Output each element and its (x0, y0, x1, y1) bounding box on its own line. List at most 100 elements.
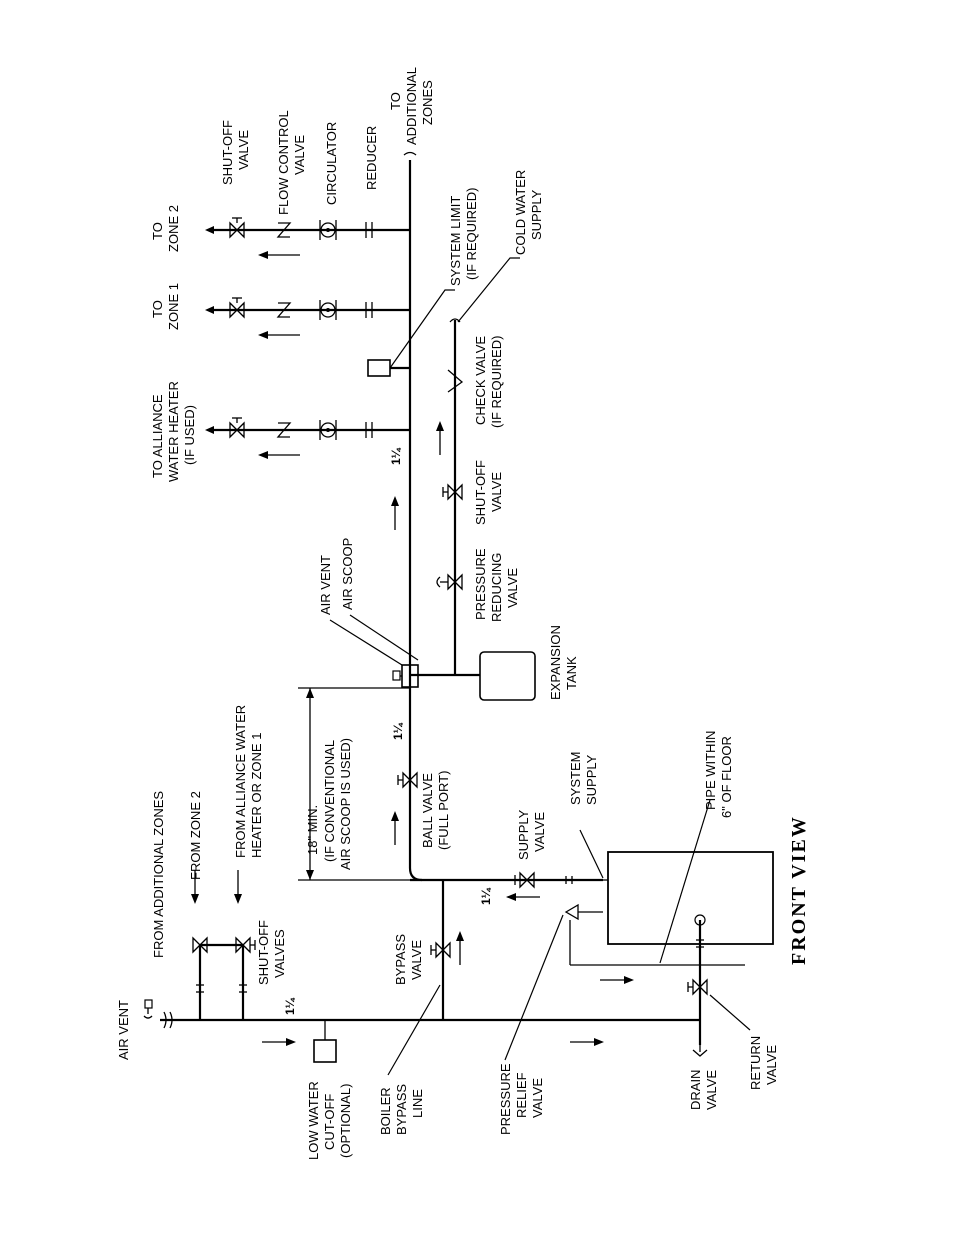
circulator-zone2 (319, 220, 337, 240)
label-from-aw-1: FROM ALLIANCE WATER (233, 705, 248, 858)
label-bypass-line-3: LINE (410, 1089, 425, 1118)
label-size-4: 1¼ (479, 887, 493, 905)
min-dimension (298, 687, 410, 881)
check-valve (447, 369, 464, 393)
label-shutoff-top-1: SHUT-OFF (220, 120, 235, 185)
label-to-additional-3: ZONES (420, 80, 435, 125)
diagram-title: FRONT VIEW (788, 815, 810, 965)
reducers (196, 222, 704, 993)
flow-control-aw (276, 422, 292, 438)
pipes (160, 160, 745, 1045)
label-shutoff-valves-2: VALVES (272, 929, 287, 978)
label-prv-3: VALVE (505, 568, 520, 608)
label-drain-2: VALVE (704, 1070, 719, 1110)
label-size-1: 1¼ (283, 997, 297, 1015)
label-pipe-within-1: PIPE WITHIN (703, 731, 718, 810)
shutoff-valve-zone2 (229, 217, 245, 239)
label-reducer: REDUCER (364, 126, 379, 190)
system-limit (367, 359, 391, 377)
label-size-3: 1¼ (389, 447, 403, 465)
label-to-zone1-2: ZONE 1 (166, 283, 181, 330)
label-to-zone2-2: ZONE 2 (166, 205, 181, 252)
label-circulator: CIRCULATOR (324, 122, 339, 205)
label-to-additional-2: ADDITIONAL (404, 67, 419, 145)
shutoff-valve-zone1-return (235, 936, 256, 954)
label-to-zone1-1: TO (150, 300, 165, 318)
label-system-supply-1: SYSTEM (568, 752, 583, 805)
leader-lines (329, 257, 751, 1076)
circulator-zone1 (319, 300, 337, 320)
label-bypass-line-1: BOILER (378, 1087, 393, 1135)
label-to-aw-2: WATER HEATER (166, 381, 181, 482)
boiler (607, 851, 774, 945)
label-check-valve-1: CHECK VALVE (473, 336, 488, 425)
label-drain-1: DRAIN (688, 1070, 703, 1110)
label-relief-1: PRESSURE (498, 1063, 513, 1135)
label-flow-control-2: VALVE (292, 135, 307, 175)
label-bypass-valve-1: BYPASS (393, 934, 408, 985)
label-check-valve-2: (IF REQUIRED) (489, 336, 504, 428)
label-to-zone2-1: TO (150, 222, 165, 240)
return-valve (687, 978, 708, 996)
label-size-2: 1¼ (391, 722, 405, 740)
label-air-vent-top: AIR VENT (116, 1000, 131, 1060)
label-supply-valve-2: VALVE (532, 812, 547, 852)
label-flow-control-1: FLOW CONTROL (276, 110, 291, 215)
label-ball-valve-1: BALL VALVE (420, 773, 435, 848)
label-shutoff-mid-1: SHUT-OFF (473, 460, 488, 525)
ball-valve (397, 771, 418, 789)
bypass-valve (430, 941, 451, 959)
shutoff-valve-cold (442, 483, 463, 501)
label-system-limit-1: SYSTEM LIMIT (448, 196, 463, 286)
air-vent-scoop (392, 670, 401, 681)
label-shutoff-mid-2: VALVE (489, 472, 504, 512)
flow-control-zone1 (276, 302, 292, 318)
low-water-cutoff (313, 1039, 337, 1063)
label-cold-water-2: SUPPLY (529, 189, 544, 240)
flow-arrows (191, 251, 634, 1046)
shutoff-valve-zone2-return (192, 936, 208, 954)
label-from-aw-2: HEATER OR ZONE 1 (249, 733, 264, 858)
label-from-zone2: FROM ZONE 2 (188, 791, 203, 880)
label-expansion-tank-1: EXPANSION (548, 625, 563, 700)
label-to-additional-1: TO (388, 92, 403, 110)
label-bypass-line-2: BYPASS (394, 1084, 409, 1135)
label-shutoff-top-2: VALVE (236, 130, 251, 170)
label-system-limit-2: (IF REQUIRED) (464, 188, 479, 280)
pressure-relief-valve (564, 903, 579, 921)
label-return-2: VALVE (764, 1045, 779, 1085)
label-prv-2: REDUCING (489, 553, 504, 622)
shutoff-valve-zone1 (229, 297, 245, 319)
label-min18-2: (IF CONVENTIONAL (322, 740, 337, 862)
label-lwco-2: CUT-OFF (322, 1094, 337, 1150)
label-to-aw-3: (IF USED) (182, 405, 197, 465)
label-lwco-3: (OPTIONAL) (338, 1084, 353, 1158)
label-ball-valve-2: (FULL PORT) (436, 771, 451, 850)
label-relief-2: RELIEF (514, 1072, 529, 1118)
expansion-tank (479, 651, 536, 701)
label-to-aw-1: TO ALLIANCE (150, 394, 165, 478)
supply-valve (514, 871, 535, 889)
label-relief-3: VALVE (530, 1078, 545, 1118)
drain-valve (692, 1045, 708, 1057)
label-min18-3: AIR SCOOP IS USED) (338, 738, 353, 870)
label-cold-water-1: COLD WATER (513, 170, 528, 255)
shutoff-valve-aw (229, 417, 245, 439)
labels: AIR VENT FROM ADDITIONAL ZONES FROM ZONE… (116, 67, 779, 1160)
label-shutoff-valves-1: SHUT-OFF (256, 920, 271, 985)
label-pipe-within-2: 6" OF FLOOR (719, 736, 734, 818)
flow-control-zone2 (276, 222, 292, 238)
label-air-scoop: AIR SCOOP (340, 538, 355, 610)
label-prv-1: PRESSURE (473, 548, 488, 620)
label-air-vent: AIR VENT (318, 555, 333, 615)
label-lwco-1: LOW WATER (306, 1081, 321, 1160)
label-bypass-valve-2: VALVE (409, 940, 424, 980)
pressure-reducing-valve (436, 573, 463, 591)
label-supply-valve-1: SUPPLY (516, 809, 531, 860)
label-min18-1: 18" MIN. (305, 805, 320, 855)
label-system-supply-2: SUPPLY (584, 754, 599, 805)
zone-outlet-arrows (205, 226, 214, 434)
circulator-aw (319, 420, 337, 440)
label-return-1: RETURN (748, 1036, 763, 1090)
